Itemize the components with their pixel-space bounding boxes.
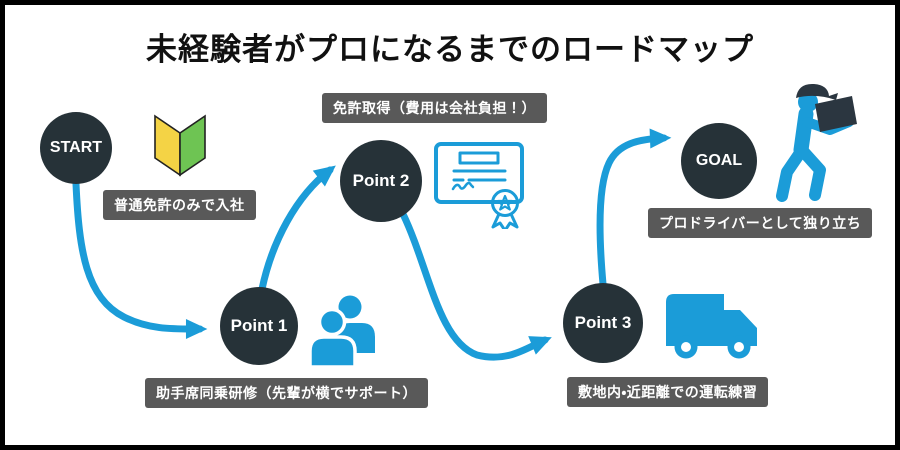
goal-node: GOAL (681, 123, 757, 199)
point2-node: Point 2 (340, 140, 422, 222)
arrow-start-to-point1 (72, 180, 208, 339)
page-title: 未経験者がプロになるまでのロードマップ (146, 32, 754, 67)
start-node-label: START (49, 139, 103, 156)
truck-icon (666, 294, 757, 359)
delivery-person-icon (776, 83, 857, 202)
point3-caption: 敷地内・近距離での運転練習 (567, 377, 769, 407)
point1-node: Point 1 (220, 287, 298, 365)
point1-caption: 助手席同乗研修（先輩が横でサポート） (145, 378, 428, 408)
point3-node-label: Point 3 (574, 313, 632, 332)
certificate-icon (434, 142, 524, 229)
point3-node: Point 3 (563, 283, 643, 363)
point1-node-label: Point 1 (230, 316, 288, 335)
arrow-point1-to-point2 (258, 165, 336, 293)
point2-node-label: Point 2 (352, 171, 410, 190)
start-caption: 普通免許のみで入社 (103, 190, 256, 220)
goal-node-label: GOAL (695, 152, 743, 169)
beginner-mark-icon (154, 114, 206, 177)
arrow-point3-to-goal (596, 128, 672, 288)
start-node: START (40, 112, 112, 184)
point2-caption: 免許取得（費用は会社負担！） (322, 93, 547, 123)
arrow-point2-to-point3 (399, 210, 552, 361)
people-icon (308, 295, 375, 369)
goal-caption: プロドライバーとして独り立ち (648, 208, 873, 238)
